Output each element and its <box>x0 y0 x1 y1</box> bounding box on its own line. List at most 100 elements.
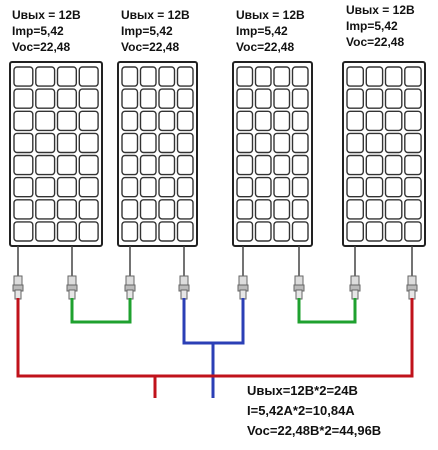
solar-cell <box>158 88 176 109</box>
solar-cell <box>365 154 384 176</box>
solar-cell <box>384 110 403 132</box>
solar-cell <box>13 66 34 87</box>
solar-cell <box>346 154 364 176</box>
solar-cell <box>176 110 194 132</box>
solar-cell <box>273 88 291 109</box>
output-summary: Uвых=12В*2=24В I=5,42А*2=10,84А Voc=22,4… <box>247 383 381 438</box>
panel-2-voltage-label: Uвых = 12В <box>121 8 190 22</box>
panel-1-voltage-label: Uвых = 12В <box>12 8 81 22</box>
connector-tip <box>408 289 416 300</box>
solar-cell <box>176 66 194 87</box>
solar-cell <box>236 221 254 242</box>
solar-cell <box>254 88 272 109</box>
solar-cell <box>291 66 309 87</box>
solar-cell <box>158 154 176 176</box>
solar-cell <box>158 221 176 242</box>
series-wire-left <box>70 298 132 324</box>
panel-frame <box>117 61 198 247</box>
solar-cell <box>404 154 422 176</box>
solar-cell <box>158 199 176 220</box>
solar-cell <box>384 88 403 109</box>
solar-cell <box>384 199 403 220</box>
solar-cell <box>365 176 384 198</box>
solar-cell <box>35 221 56 242</box>
panel-connector <box>349 246 361 300</box>
solar-cell <box>176 176 194 198</box>
solar-cell <box>365 132 384 154</box>
solar-cell <box>78 221 99 242</box>
panel-4-specs: Uвых = 12В Imp=5,42 Voc=22,48 <box>346 3 415 49</box>
solar-cell <box>121 88 139 109</box>
solar-cell <box>365 66 384 87</box>
solar-cell <box>254 66 272 87</box>
solar-cell <box>158 176 176 198</box>
solar-cell <box>365 110 384 132</box>
panel-connector <box>66 246 78 300</box>
solar-cell <box>35 66 56 87</box>
solar-cell <box>13 132 34 154</box>
solar-cell <box>404 132 422 154</box>
solar-cell <box>291 176 309 198</box>
panel-1-voc-label: Voc=22,48 <box>12 40 70 54</box>
solar-cell <box>346 66 364 87</box>
summary-voc: Voc=22,48В*2=44,96В <box>247 423 381 438</box>
solar-cell <box>384 154 403 176</box>
solar-cell <box>273 66 291 87</box>
panel-connectors <box>12 246 418 300</box>
solar-cell <box>346 199 364 220</box>
solar-cell <box>13 154 34 176</box>
panel-3-specs: Uвых = 12В Imp=5,42 Voc=22,48 <box>236 8 305 54</box>
solar-cell <box>236 66 254 87</box>
series-wire-right <box>297 298 357 324</box>
panel-frame <box>232 61 313 247</box>
solar-cell <box>291 110 309 132</box>
solar-cell <box>13 110 34 132</box>
panel-2-imp-label: Imp=5,42 <box>121 24 173 38</box>
solar-cell <box>139 110 157 132</box>
panel-connector <box>124 246 136 300</box>
panel-connector <box>293 246 305 300</box>
solar-cell <box>139 132 157 154</box>
solar-cell <box>78 199 99 220</box>
solar-cell <box>35 199 56 220</box>
solar-cell <box>254 199 272 220</box>
wiring <box>16 298 414 398</box>
solar-cell <box>236 110 254 132</box>
solar-cell <box>236 132 254 154</box>
solar-cell <box>158 110 176 132</box>
summary-current: I=5,42А*2=10,84А <box>247 403 355 418</box>
solar-cell <box>78 88 99 109</box>
solar-cell <box>404 88 422 109</box>
solar-cell <box>121 66 139 87</box>
solar-cell <box>78 176 99 198</box>
solar-cell <box>176 88 194 109</box>
solar-cell <box>346 221 364 242</box>
solar-cell <box>254 221 272 242</box>
solar-cell <box>78 132 99 154</box>
panel-connector <box>237 246 249 300</box>
solar-cell <box>236 176 254 198</box>
connector-tip <box>351 289 359 300</box>
solar-cell <box>236 154 254 176</box>
solar-cell <box>236 199 254 220</box>
solar-cell <box>35 176 56 198</box>
solar-cell <box>56 221 77 242</box>
solar-cell <box>35 132 56 154</box>
solar-cell <box>254 132 272 154</box>
solar-cell <box>346 88 364 109</box>
solar-cell <box>404 221 422 242</box>
solar-cell <box>35 110 56 132</box>
panel-4-imp-label: Imp=5,42 <box>346 19 398 33</box>
solar-cell <box>56 110 77 132</box>
solar-cell <box>78 66 99 87</box>
panel-4-voltage-label: Uвых = 12В <box>346 3 415 17</box>
solar-cell <box>13 176 34 198</box>
solar-panel-2 <box>117 61 198 247</box>
solar-cell <box>273 132 291 154</box>
solar-cell <box>404 176 422 198</box>
connector-tip <box>14 289 22 300</box>
solar-panels <box>9 61 426 247</box>
solar-cell <box>273 221 291 242</box>
solar-cell <box>139 66 157 87</box>
